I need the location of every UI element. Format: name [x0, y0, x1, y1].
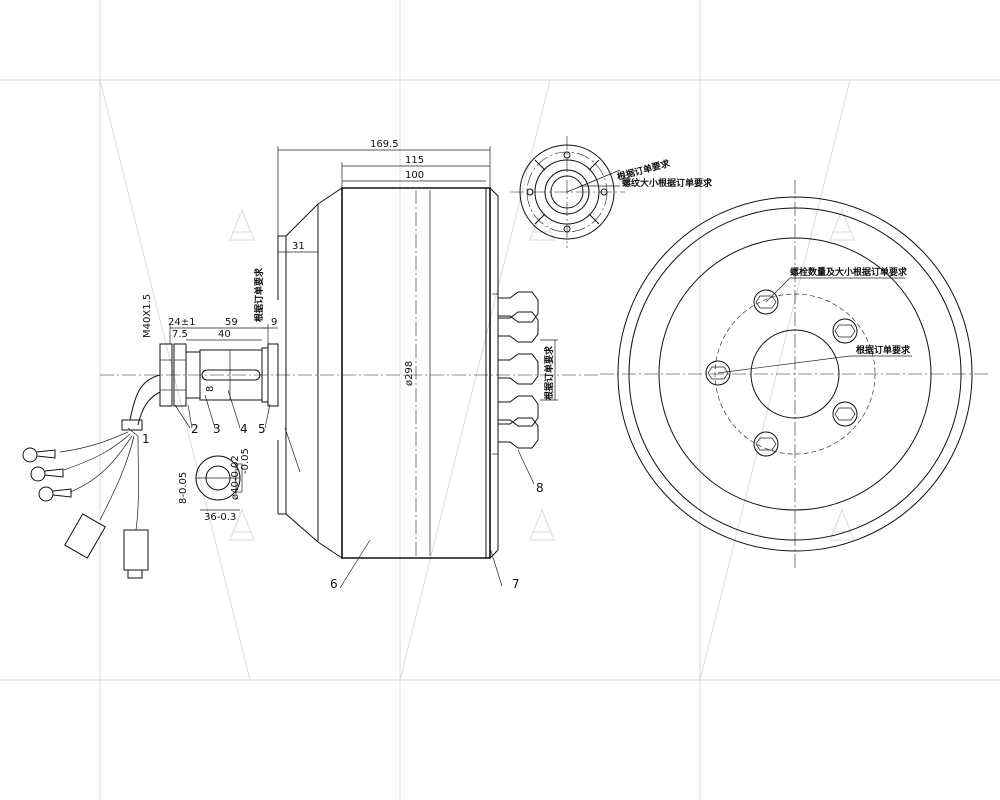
- shaft-dia-tol: -0.05: [240, 448, 251, 474]
- plug-connectors: [64, 513, 149, 579]
- dim-100: 100: [405, 170, 424, 181]
- diameter-298-label: ø298: [404, 361, 415, 386]
- part-number: 1: [142, 432, 150, 446]
- dim-24: 24±1: [168, 317, 195, 328]
- dim-115: 115: [405, 155, 424, 166]
- shaft-cross-section: [195, 455, 243, 511]
- part-number: 5: [258, 422, 266, 436]
- wheel-front-view: [600, 180, 990, 570]
- note-per-order-connector: 根据订单要求: [543, 345, 555, 400]
- thread-label: M40X1.5: [142, 294, 153, 338]
- dim-7-5: 7.5: [172, 329, 188, 340]
- key-depth-label: 36-0.3: [204, 512, 236, 523]
- shaft-dia-label: ø40-0.02: [230, 455, 241, 500]
- part-number: 4: [240, 422, 248, 436]
- dim-169-5: 169.5: [370, 139, 399, 150]
- dim-40: 40: [218, 329, 231, 340]
- bolt-holes: [705, 289, 858, 457]
- note-bolt-quantity: 螺栓数量及大小根据订单要求: [790, 266, 908, 278]
- note-per-order-side: 根据订单要求: [856, 344, 911, 356]
- end-cap-view: [510, 136, 625, 248]
- dim-59: 59: [225, 317, 238, 328]
- part-number: 3: [213, 422, 221, 436]
- dim-8: 8: [205, 386, 216, 392]
- dim-31: 31: [292, 241, 305, 252]
- cable-glands: [492, 291, 539, 455]
- dim-9: 9: [271, 317, 277, 328]
- part-number: 2: [191, 422, 199, 436]
- key-width-label: 8-0.05: [178, 472, 189, 504]
- note-per-order-vertical: 根据订单要求: [253, 267, 265, 322]
- part-number-labels: 1 2 3 4 5 6 7 8: [142, 422, 544, 591]
- part-number: 7: [512, 577, 520, 591]
- motor-side-view: ø298 根据订单要求 1 6 9: [22, 139, 600, 589]
- ring-terminals: [22, 447, 72, 502]
- part-number: 8: [536, 481, 544, 495]
- note-thread-per-order: 螺纹大小根据订单要求: [622, 177, 713, 189]
- part-number: 6: [330, 577, 338, 591]
